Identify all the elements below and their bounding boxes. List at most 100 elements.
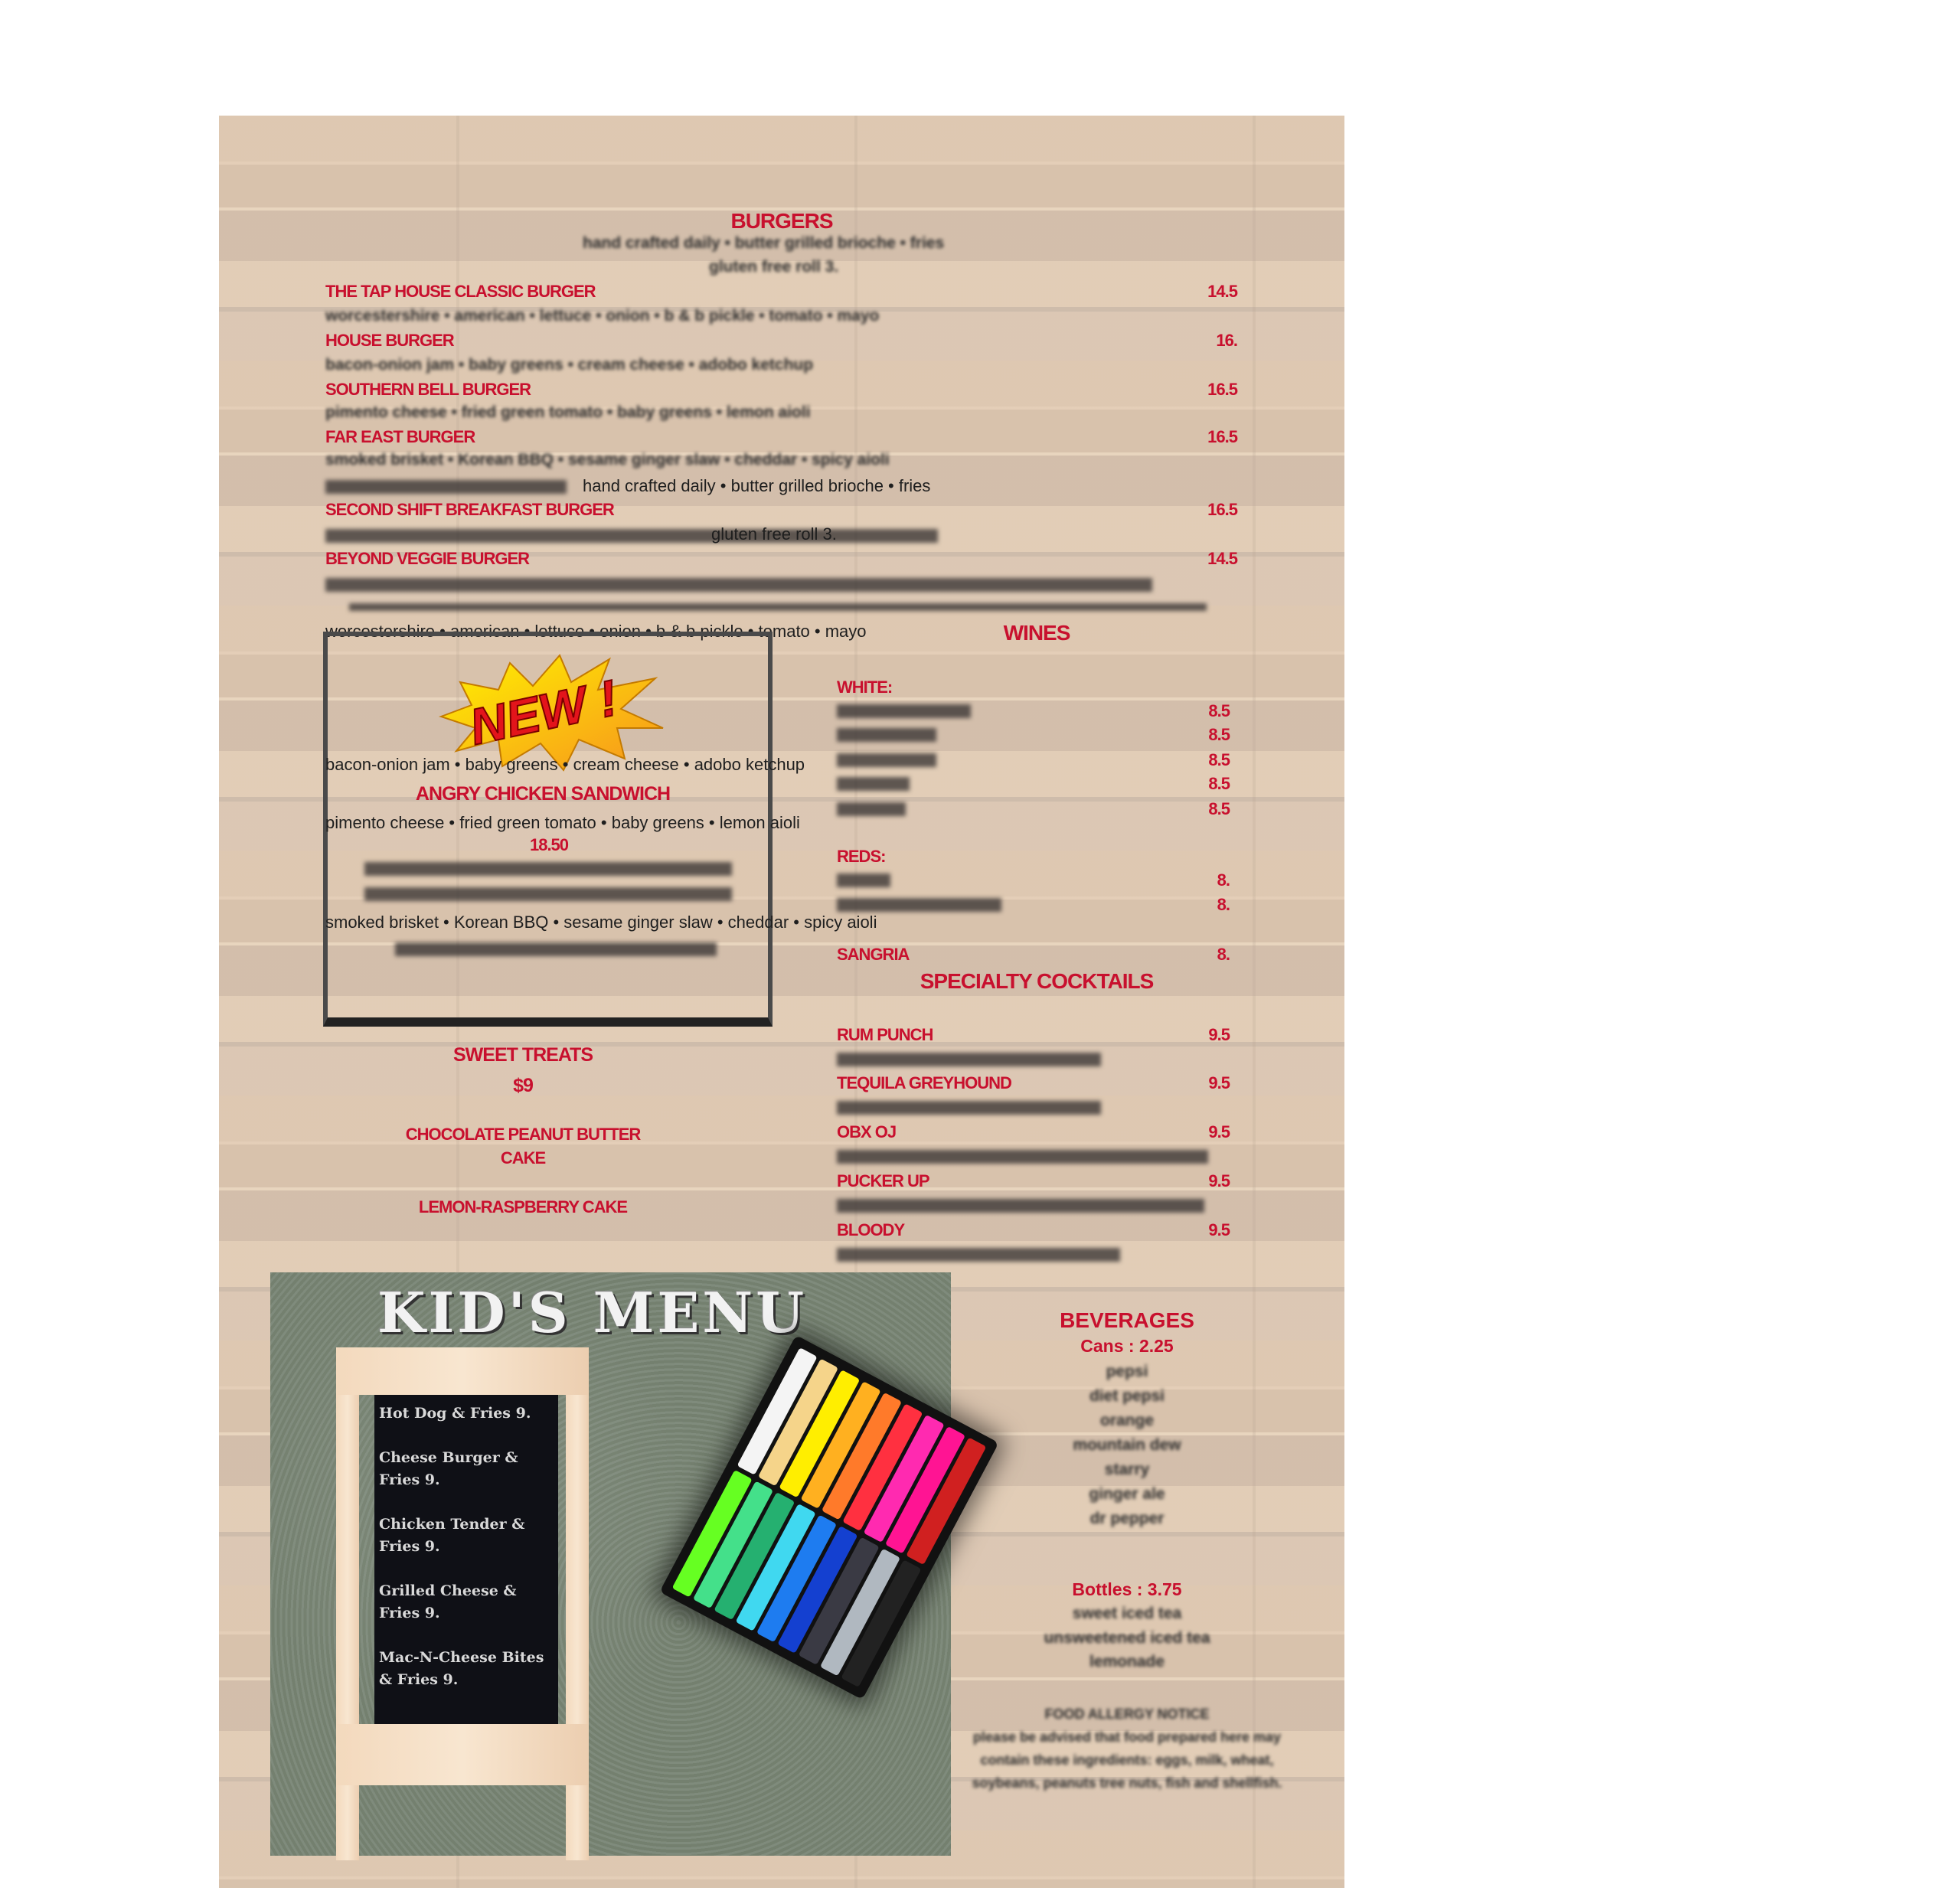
new-starburst-icon: NEW ! [439, 654, 664, 772]
ghost-desc: pimento cheese • fried green tomato • ba… [325, 813, 800, 832]
blurred-wine [837, 753, 936, 767]
can-item: dr pepper [1089, 1510, 1165, 1527]
ghost-subtitle-2: gluten free roll 3. [711, 524, 837, 544]
burger-desc: pimento cheese • fried green tomato • ba… [325, 403, 811, 421]
bottles-label: Bottles : 3.75 [1072, 1579, 1182, 1599]
burger-desc: smoked brisket • Korean BBQ • sesame gin… [325, 451, 890, 469]
blurred-text [837, 1150, 1208, 1164]
sweets-price: $9 [513, 1075, 534, 1096]
can-item: pepsi [1106, 1363, 1148, 1380]
burger-price: 16. [1216, 331, 1238, 350]
sweet-item: LEMON-RASPBERRY CAKE [418, 1197, 628, 1216]
cocktail-price: 9.5 [1208, 1025, 1230, 1044]
ghost-subtitle: hand crafted daily • butter grilled brio… [583, 476, 931, 495]
cocktail-price: 9.5 [1208, 1073, 1230, 1092]
cocktail-price: 9.5 [1208, 1122, 1230, 1141]
burger-name: SOUTHERN BELL BURGER [325, 380, 531, 399]
kids-item: Chicken Tender & Fries 9. [379, 1516, 525, 1555]
sweet-item: CAKE [500, 1148, 546, 1167]
burger-name: THE TAP HOUSE CLASSIC BURGER [325, 282, 596, 301]
blurred-text [325, 578, 1152, 592]
can-item: diet pepsi [1089, 1387, 1165, 1405]
blurred-wine [837, 874, 890, 887]
ghost-desc: bacon-onion jam • baby greens • cream ch… [325, 755, 805, 774]
wine-price: 8.5 [1208, 725, 1230, 744]
cocktails-heading: SPECIALTY COCKTAILS [920, 969, 1155, 993]
bottle-item: lemonade [1089, 1653, 1165, 1670]
cocktail-name: OBX OJ [837, 1122, 897, 1141]
blurred-wine [837, 898, 1001, 912]
cocktail-name: PUCKER UP [837, 1171, 930, 1190]
blurred-wine [837, 777, 910, 791]
blurred-text [837, 1101, 1101, 1115]
burger-price: 16.5 [1207, 380, 1238, 399]
blurred-text [395, 942, 717, 956]
new-item-box [323, 632, 773, 1027]
beverages-heading: BEVERAGES [1060, 1308, 1194, 1332]
blurred-wine [837, 704, 971, 718]
burger-price: 14.5 [1207, 282, 1238, 301]
burger-price: 14.5 [1207, 549, 1238, 568]
ghost-desc: smoked brisket • Korean BBQ • sesame gin… [325, 913, 877, 932]
burger-desc: worcestershire • american • lettuce • on… [325, 307, 880, 325]
can-item: ginger ale [1089, 1485, 1165, 1503]
burger-name: BEYOND VEGGIE BURGER [325, 549, 530, 568]
burger-name: FAR EAST BURGER [325, 427, 475, 446]
wine-price: 8. [1217, 895, 1230, 914]
wine-price: 8.5 [1208, 799, 1230, 818]
bottle-item: unsweetened iced tea [1044, 1629, 1210, 1647]
blurred-text [837, 1053, 1101, 1066]
allergy-line: please be advised that food prepared her… [972, 1729, 1282, 1745]
cocktail-price: 9.5 [1208, 1171, 1230, 1190]
burgers-subtitle-2: gluten free roll 3. [709, 258, 839, 276]
allergy-line: soybeans, peanuts tree nuts, fish and sh… [972, 1775, 1282, 1791]
blurred-text [325, 529, 938, 543]
burgers-heading: BURGERS [730, 209, 833, 233]
cocktail-name: RUM PUNCH [837, 1025, 933, 1044]
blurred-text [364, 862, 732, 876]
sangria: SANGRIA [837, 945, 910, 964]
cocktail-name: TEQUILA GREYHOUND [837, 1073, 1012, 1092]
blurred-text [837, 1199, 1204, 1213]
bottle-item: sweet iced tea [1072, 1605, 1182, 1622]
sangria-price: 8. [1217, 945, 1230, 964]
kids-item: Grilled Cheese & Fries 9. [379, 1582, 517, 1621]
blurred-text [837, 1248, 1120, 1262]
burgers-subtitle: hand crafted daily • butter grilled brio… [583, 234, 945, 252]
burger-name: HOUSE BURGER [325, 331, 455, 350]
burger-desc: bacon-onion jam • baby greens • cream ch… [325, 356, 814, 374]
sweet-item: CHOCOLATE PEANUT BUTTER [405, 1125, 642, 1144]
burger-price: 16.5 [1207, 427, 1238, 446]
wine-price: 8.5 [1208, 750, 1230, 769]
menu-page: BURGERS hand crafted daily • butter gril… [219, 116, 1344, 1888]
easel-rail [336, 1724, 589, 1785]
cocktail-price: 9.5 [1208, 1220, 1230, 1239]
kids-item: Cheese Burger & Fries 9. [379, 1449, 518, 1488]
feature-price: 18.50 [529, 835, 569, 854]
can-item: mountain dew [1073, 1436, 1181, 1454]
cans-label: Cans : 2.25 [1080, 1336, 1174, 1356]
allergy-title: FOOD ALLERGY NOTICE [1044, 1706, 1210, 1722]
sweets-heading: SWEET TREATS [453, 1044, 593, 1066]
burger-price: 16.5 [1207, 500, 1238, 519]
burger-name: SECOND SHIFT BREAKFAST BURGER [325, 500, 615, 519]
blurred-text [364, 887, 732, 901]
blurred-wine [837, 802, 906, 816]
cocktail-name: BLOODY [837, 1220, 905, 1239]
easel: Hot Dog & Fries 9. Cheese Burger & Fries… [336, 1347, 589, 1883]
easel-rail [336, 1347, 589, 1395]
chalk-box-icon [659, 1334, 999, 1700]
kids-item: Mac-N-Cheese Bites & Fries 9. [379, 1649, 544, 1688]
blurred-wine [837, 728, 936, 742]
wine-price: 8.5 [1208, 774, 1230, 793]
can-item: orange [1099, 1412, 1155, 1429]
blurred-note [349, 603, 1207, 611]
kids-menu-image: KID'S MENU Hot Dog & Fries 9. Cheese Bur… [270, 1272, 999, 1860]
chalkboard: Hot Dog & Fries 9. Cheese Burger & Fries… [374, 1395, 558, 1724]
kids-item: Hot Dog & Fries 9. [379, 1405, 531, 1422]
feature-name: ANGRY CHICKEN SANDWICH [415, 783, 671, 805]
can-item: starry [1104, 1461, 1150, 1478]
reds-label: REDS: [837, 847, 886, 866]
blurred-text [325, 480, 567, 494]
ghost-desc: worcestershire • american • lettuce • on… [325, 622, 867, 641]
